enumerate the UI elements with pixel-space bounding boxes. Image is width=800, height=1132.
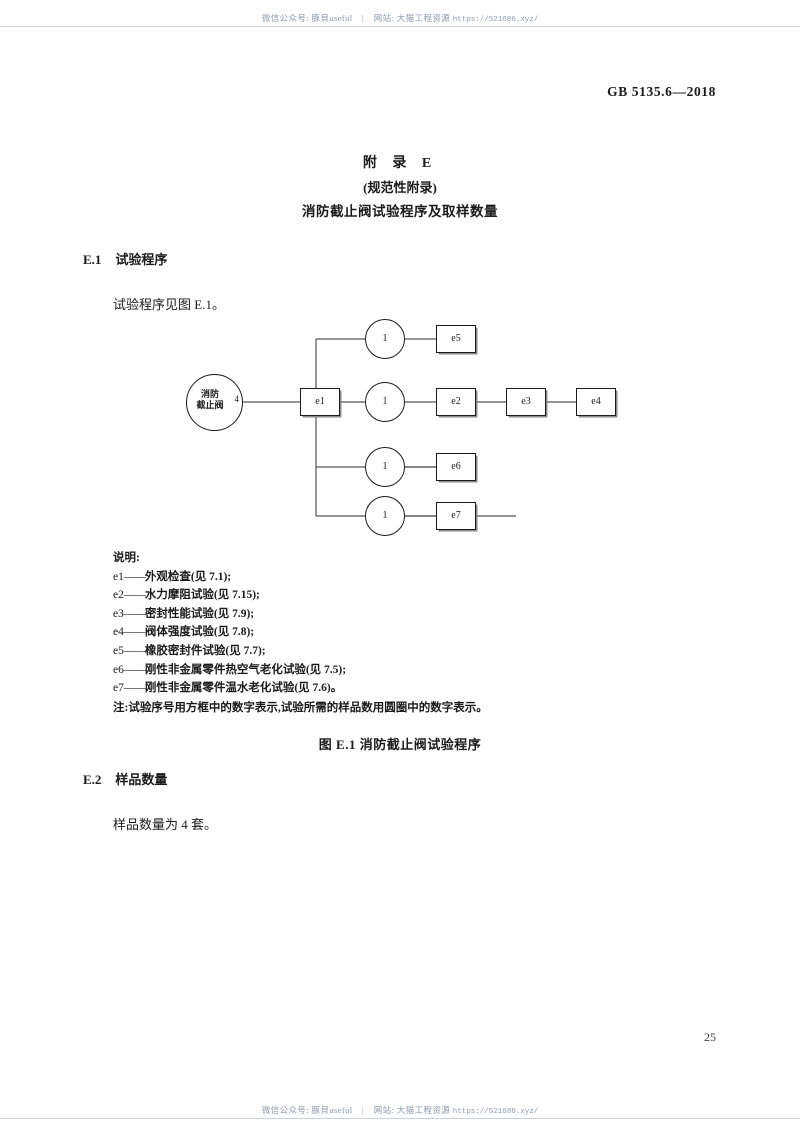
legend-item: e6——刚性非金属零件热空气老化试验(见 7.5); bbox=[113, 661, 488, 680]
legend-key: e1 bbox=[113, 570, 124, 583]
legend-text: 刚性非金属零件热空气老化试验(见 7.5); bbox=[144, 663, 347, 676]
watermark-url: https://521686.xyz/ bbox=[452, 16, 539, 24]
flow-circle-branch-2: 1 bbox=[365, 382, 405, 422]
legend-text: 外观检查(见 7.1); bbox=[144, 570, 232, 583]
legend-dash: —— bbox=[123, 589, 146, 602]
legend-dash: —— bbox=[123, 644, 146, 657]
start-node-quantity: 4 bbox=[234, 394, 240, 404]
annex-subtitle: (规范性附录) bbox=[363, 180, 437, 195]
legend-dash: —— bbox=[123, 626, 146, 639]
legend-item: e3——密封性能试验(见 7.9); bbox=[113, 605, 488, 624]
figure-caption: 图 E.1 消防截止阀试验程序 bbox=[318, 737, 482, 752]
legend-item: e1——外观检查(见 7.1); bbox=[113, 568, 488, 587]
legend-dash: —— bbox=[123, 682, 146, 695]
clause-number-e2: E.2 bbox=[83, 772, 102, 787]
watermark-separator: | bbox=[362, 13, 365, 23]
header-rule bbox=[0, 26, 800, 27]
flow-box-e2: e2 bbox=[436, 388, 476, 416]
footer-rule bbox=[0, 1118, 800, 1119]
legend-text: 刚性非金属零件温水老化试验(见 7.6)。 bbox=[144, 682, 343, 695]
start-node-circle bbox=[186, 374, 243, 431]
legend-key: e6 bbox=[113, 663, 124, 676]
legend-note-label: 注: bbox=[113, 701, 129, 714]
page-number: 25 bbox=[704, 1030, 716, 1044]
watermark-bottom: 微信公众号: 豚貝useful | 网站: 大猫工程资源 https://521… bbox=[0, 1104, 800, 1116]
legend-text: 水力摩阻试验(见 7.15); bbox=[144, 589, 260, 602]
flow-box-e7: e7 bbox=[436, 502, 476, 530]
clause-title-e1: 试验程序 bbox=[115, 252, 168, 267]
legend-item: e4——阀体强度试验(见 7.8); bbox=[113, 623, 488, 642]
watermark-separator: | bbox=[362, 1105, 365, 1115]
flow-circle-branch-1: 1 bbox=[365, 319, 405, 359]
watermark-top: 微信公众号: 豚貝useful | 网站: 大猫工程资源 https://521… bbox=[0, 12, 800, 24]
legend-key: e2 bbox=[113, 589, 124, 602]
clause-title-e2: 样品数量 bbox=[115, 772, 168, 787]
watermark-left-text: 微信公众号: 豚貝useful bbox=[261, 1105, 353, 1115]
legend-dash: —— bbox=[123, 663, 146, 676]
flow-circle-branch-3: 1 bbox=[365, 447, 405, 487]
figure-legend: 说明: e1——外观检查(见 7.1); e2——水力摩阻试验(见 7.15);… bbox=[113, 549, 488, 717]
flow-box-e3: e3 bbox=[506, 388, 546, 416]
legend-item: e5——橡胶密封件试验(见 7.7); bbox=[113, 642, 488, 661]
legend-text: 阀体强度试验(见 7.8); bbox=[144, 626, 255, 639]
paragraph-e1: 试验程序见图 E.1。 bbox=[113, 297, 225, 312]
flow-box-e6: e6 bbox=[436, 453, 476, 481]
annex-name: 消防截止阀试验程序及取样数量 bbox=[302, 204, 498, 219]
clause-heading-e2: E.2 样品数量 bbox=[83, 769, 167, 788]
watermark-url: https://521686.xyz/ bbox=[452, 1108, 539, 1116]
legend-key: e4 bbox=[113, 626, 124, 639]
clause-number-e1: E.1 bbox=[83, 252, 102, 267]
legend-text: 橡胶密封件试验(见 7.7); bbox=[144, 644, 266, 657]
start-node-label-line1: 消防 bbox=[200, 389, 219, 399]
flow-box-e4: e4 bbox=[576, 388, 616, 416]
legend-dash: —— bbox=[123, 570, 146, 583]
legend-dash: —— bbox=[123, 607, 146, 620]
legend-item: e2——水力摩阻试验(见 7.15); bbox=[113, 586, 488, 605]
legend-key: e5 bbox=[113, 644, 124, 657]
standard-code: GB 5135.6—2018 bbox=[607, 84, 716, 99]
legend-heading: 说明: bbox=[113, 552, 140, 564]
clause-heading-e1: E.1 试验程序 bbox=[83, 249, 167, 268]
flow-circle-branch-4: 1 bbox=[365, 496, 405, 536]
flow-box-e1: e1 bbox=[300, 388, 340, 416]
legend-note-text: 试验序号用方框中的数字表示,试验所需的样品数用圆圈中的数字表示。 bbox=[128, 701, 488, 714]
legend-key: e7 bbox=[113, 682, 124, 695]
watermark-right-text: 网站: 大猫工程资源 bbox=[373, 1105, 451, 1115]
watermark-right-text: 网站: 大猫工程资源 bbox=[373, 13, 451, 23]
legend-item: e7——刚性非金属零件温水老化试验(见 7.6)。 bbox=[113, 679, 488, 698]
legend-key: e3 bbox=[113, 607, 124, 620]
flow-box-e5: e5 bbox=[436, 325, 476, 353]
start-node-label: 消防 截止阀 bbox=[191, 389, 229, 411]
start-node-label-line2: 截止阀 bbox=[196, 400, 224, 410]
legend-note: 注:试验序号用方框中的数字表示,试验所需的样品数用圆圈中的数字表示。 bbox=[113, 699, 488, 718]
watermark-left-text: 微信公众号: 豚貝useful bbox=[261, 13, 353, 23]
paragraph-e2: 样品数量为 4 套。 bbox=[113, 817, 218, 832]
flow-start-node: 消防 截止阀 4 bbox=[186, 374, 243, 431]
annex-title: 附 录 E bbox=[362, 156, 438, 171]
legend-text: 密封性能试验(见 7.9); bbox=[144, 607, 255, 620]
